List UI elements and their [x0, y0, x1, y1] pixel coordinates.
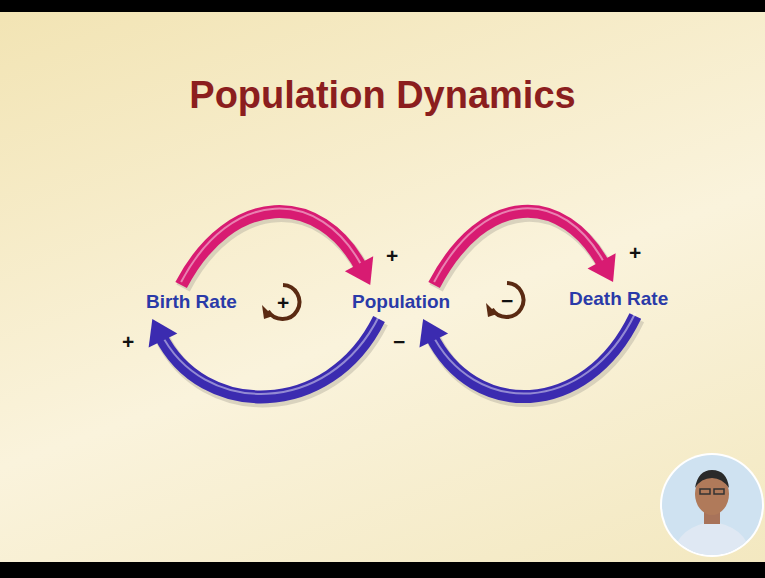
loop-arrow-head [486, 303, 497, 317]
variable-name: Birth Rate [146, 291, 237, 313]
causal-arrow [434, 208, 616, 288]
variable-node: Population [346, 287, 456, 317]
variable-node: Birth Rate [140, 287, 243, 317]
variable-name: Death Rate [569, 288, 668, 310]
causal-arrow [149, 316, 381, 400]
polarity-sign: − [393, 331, 405, 352]
loop-arrow [268, 285, 299, 319]
loop-polarity: − [501, 290, 513, 311]
loop-arrow-head [262, 305, 273, 319]
causal-arrow [419, 313, 637, 400]
causal-arrow [181, 209, 373, 288]
polarity-sign: + [629, 242, 641, 263]
variable-node: Death Rate [563, 284, 674, 314]
slide-title: Population Dynamics [0, 74, 765, 117]
loop-polarity: + [277, 292, 289, 313]
polarity-sign: + [386, 245, 398, 266]
presenter-video [660, 453, 764, 560]
polarity-sign: + [122, 331, 134, 352]
loop-arrow [492, 283, 523, 317]
variable-name: Population [352, 291, 450, 313]
